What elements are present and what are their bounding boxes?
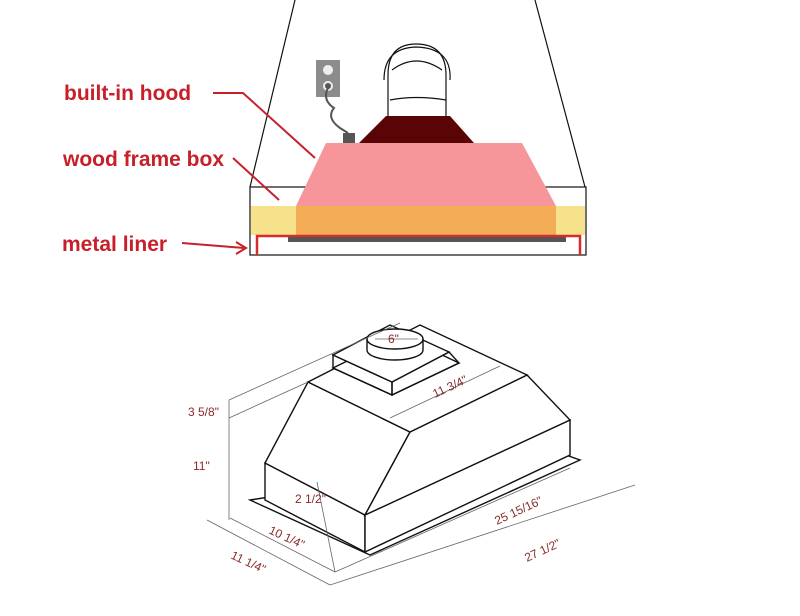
pointer-liner xyxy=(235,241,248,255)
dimension-lines xyxy=(206,322,636,586)
pointer-hood xyxy=(213,92,316,159)
liner-plate xyxy=(288,237,566,242)
frame-inner xyxy=(296,206,556,235)
duct-pipe xyxy=(383,43,451,116)
power-cord xyxy=(325,87,349,134)
label-metal-liner: metal liner xyxy=(62,233,167,256)
top-installation-diagram: built-in hood wood frame box metal liner xyxy=(62,0,587,256)
dim-total-height: 11" xyxy=(193,459,210,473)
label-wood-frame-box: wood frame box xyxy=(62,148,224,171)
dim-outer-width: 27 1/2" xyxy=(522,536,562,565)
dim-front-lip: 2 1/2" xyxy=(295,492,326,506)
duct-transition xyxy=(359,116,474,143)
bottom-dimension-diagram xyxy=(247,324,582,556)
dim-outer-depth: 11 1/4" xyxy=(229,548,268,576)
dim-duct: 6" xyxy=(388,332,399,346)
dim-upper-height: 3 5/8" xyxy=(188,405,219,419)
label-built-in-hood: built-in hood xyxy=(64,82,191,105)
built-in-hood-shape xyxy=(296,143,556,206)
pointer-frame xyxy=(232,157,280,201)
metal-liner xyxy=(255,234,582,255)
plug-box xyxy=(343,133,355,143)
